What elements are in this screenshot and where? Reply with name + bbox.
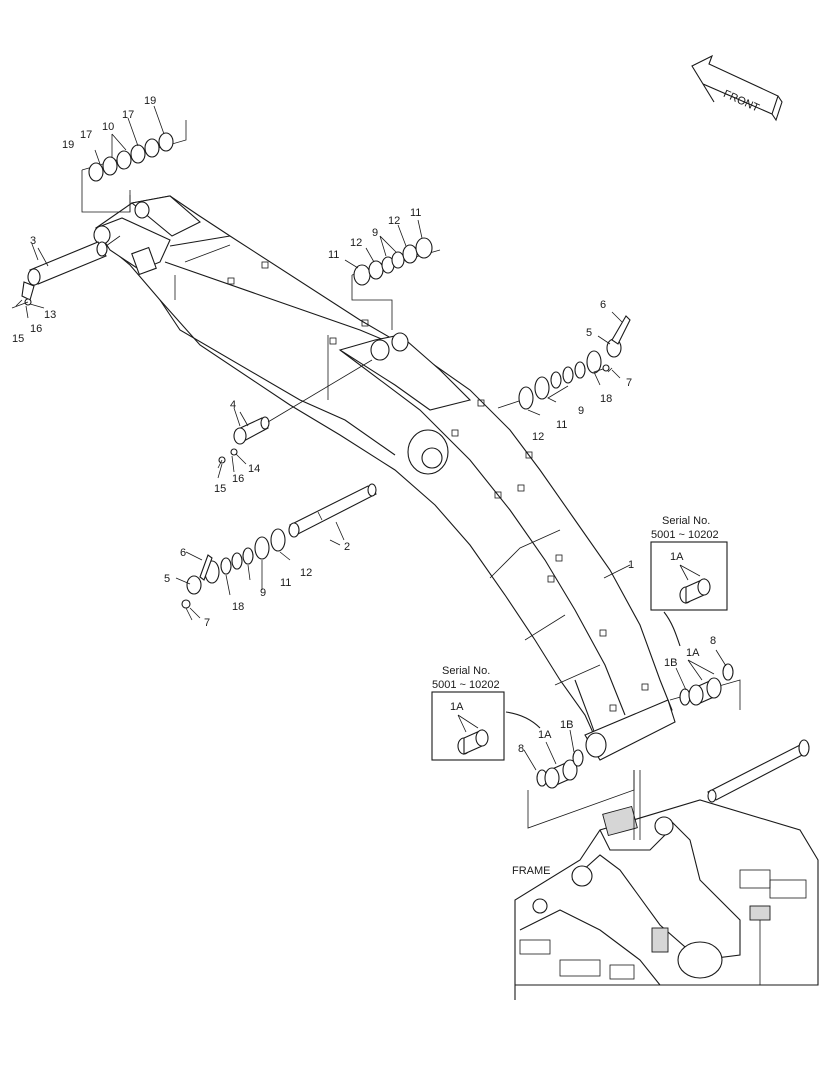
serial-right-title: Serial No. <box>662 515 710 527</box>
serial-right-range: 5001 ~ 10202 <box>651 529 719 541</box>
pin-4 <box>233 359 373 445</box>
callout-11-left: 11 <box>280 577 291 589</box>
foot-bushings-left <box>527 741 635 829</box>
foot-bushings-right <box>669 659 741 710</box>
callout-16-top: 16 <box>30 323 42 335</box>
callout-15-top: 15 <box>12 333 24 345</box>
callout-19-b: 19 <box>144 95 156 107</box>
callout-13: 13 <box>44 309 56 321</box>
small-fasteners <box>11 298 610 621</box>
upper-shim-stack <box>344 219 441 330</box>
callout-17-b: 17 <box>122 109 134 121</box>
callout-5-left: 5 <box>164 573 170 585</box>
serial-box-right <box>650 541 728 647</box>
callout-1b-left: 1B <box>560 719 573 731</box>
callout-6-left: 6 <box>180 547 186 559</box>
callout-1a-left: 1A <box>538 729 552 741</box>
callout-5-right: 5 <box>586 327 592 339</box>
pin-2 <box>288 483 377 546</box>
top-shim-stack <box>81 105 187 213</box>
callout-14: 14 <box>248 463 260 475</box>
callout-1b-right: 1B <box>664 657 677 669</box>
callout-2: 2 <box>344 541 350 553</box>
callout-1: 1 <box>628 559 634 571</box>
serial-left-part: 1A <box>450 701 464 713</box>
leader-lines <box>15 243 727 771</box>
serial-left-title: Serial No. <box>442 665 490 677</box>
callout-16-mid: 16 <box>232 473 244 485</box>
callout-18-right: 18 <box>600 393 612 405</box>
callout-6-right: 6 <box>600 299 606 311</box>
callout-7-right: 7 <box>626 377 632 389</box>
callout-19-a: 19 <box>62 139 74 151</box>
pin-3 <box>21 235 121 301</box>
frame-assembly <box>514 739 819 1000</box>
callout-12-right: 12 <box>532 431 544 443</box>
callout-15-mid: 15 <box>214 483 226 495</box>
callout-12-top-b: 12 <box>388 215 400 227</box>
right-shim-stack <box>497 315 631 416</box>
serial-left-range: 5001 ~ 10202 <box>432 679 500 691</box>
callout-11-right: 11 <box>556 419 567 431</box>
callout-18-left: 18 <box>232 601 244 613</box>
callout-4: 4 <box>230 399 236 411</box>
serial-right-part: 1A <box>670 551 684 563</box>
serial-box-left <box>431 691 541 761</box>
callout-labels: 19 17 10 17 19 3 13 16 15 11 12 9 12 11 … <box>12 95 719 877</box>
callout-1a-right: 1A <box>686 647 700 659</box>
frame-label: FRAME <box>512 865 551 877</box>
left-shim-stack <box>186 528 291 596</box>
callout-8-left: 8 <box>518 743 524 755</box>
boom-body <box>93 195 676 761</box>
front-arrow-icon: FRONT <box>691 54 783 122</box>
callout-17-a: 17 <box>80 129 92 141</box>
callout-12-top: 12 <box>350 237 362 249</box>
callout-11-top-a: 11 <box>328 249 339 261</box>
callout-9-left: 9 <box>260 587 266 599</box>
callout-10-top: 10 <box>102 121 114 133</box>
callout-11-top-b: 11 <box>410 207 421 219</box>
callout-9-right: 9 <box>578 405 584 417</box>
callout-8-right: 8 <box>710 635 716 647</box>
callout-9-top: 9 <box>372 227 378 239</box>
callout-12-left: 12 <box>300 567 312 579</box>
callout-3: 3 <box>30 235 36 247</box>
callout-7-left: 7 <box>204 617 210 629</box>
